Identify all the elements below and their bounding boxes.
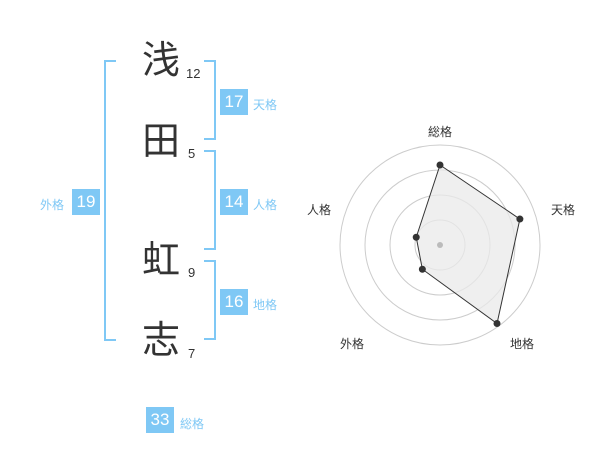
chikaku-score: 16 bbox=[220, 289, 248, 315]
radar-label-chikaku: 地格 bbox=[510, 337, 535, 351]
jinkaku-label: 人格 bbox=[253, 198, 278, 212]
radar-grid-ring bbox=[339, 144, 541, 346]
tenkaku-score: 17 bbox=[220, 89, 248, 115]
gaikaku-score: 19 bbox=[72, 189, 100, 215]
radar-point bbox=[418, 265, 426, 273]
name-char-1: 浅 bbox=[141, 38, 180, 82]
stroke-count-4: 7 bbox=[188, 346, 196, 361]
radar-label-gaikaku: 外格 bbox=[340, 337, 365, 351]
gaikaku-bracket bbox=[104, 60, 116, 341]
radar-point bbox=[412, 233, 420, 241]
name-char-4: 志 bbox=[141, 318, 180, 362]
tenkaku-label: 天格 bbox=[253, 98, 278, 112]
gaikaku-label: 外格 bbox=[40, 198, 65, 212]
jinkaku-bracket bbox=[204, 150, 216, 250]
radar-center-dot bbox=[437, 242, 443, 248]
radar-point bbox=[516, 215, 524, 223]
name-char-3: 虹 bbox=[141, 238, 180, 282]
tenkaku-bracket bbox=[204, 60, 216, 140]
soukaku-label: 総格 bbox=[180, 417, 205, 431]
chikaku-label: 地格 bbox=[253, 298, 278, 312]
jinkaku-score: 14 bbox=[220, 189, 248, 215]
stroke-count-1: 12 bbox=[186, 66, 201, 81]
chikaku-bracket bbox=[204, 260, 216, 340]
radar-point bbox=[493, 319, 501, 327]
stroke-count-2: 5 bbox=[188, 146, 196, 161]
radar-label-jinkaku: 人格 bbox=[307, 203, 332, 217]
radar-label-tenkaku: 天格 bbox=[551, 203, 576, 217]
radar-chart bbox=[339, 144, 541, 346]
radar-polygon bbox=[415, 164, 521, 325]
stroke-count-3: 9 bbox=[188, 265, 196, 280]
soukaku-score: 33 bbox=[146, 407, 174, 433]
radar-label-soukaku: 総格 bbox=[428, 125, 453, 139]
name-char-2: 田 bbox=[141, 119, 180, 163]
radar-point bbox=[436, 161, 444, 169]
